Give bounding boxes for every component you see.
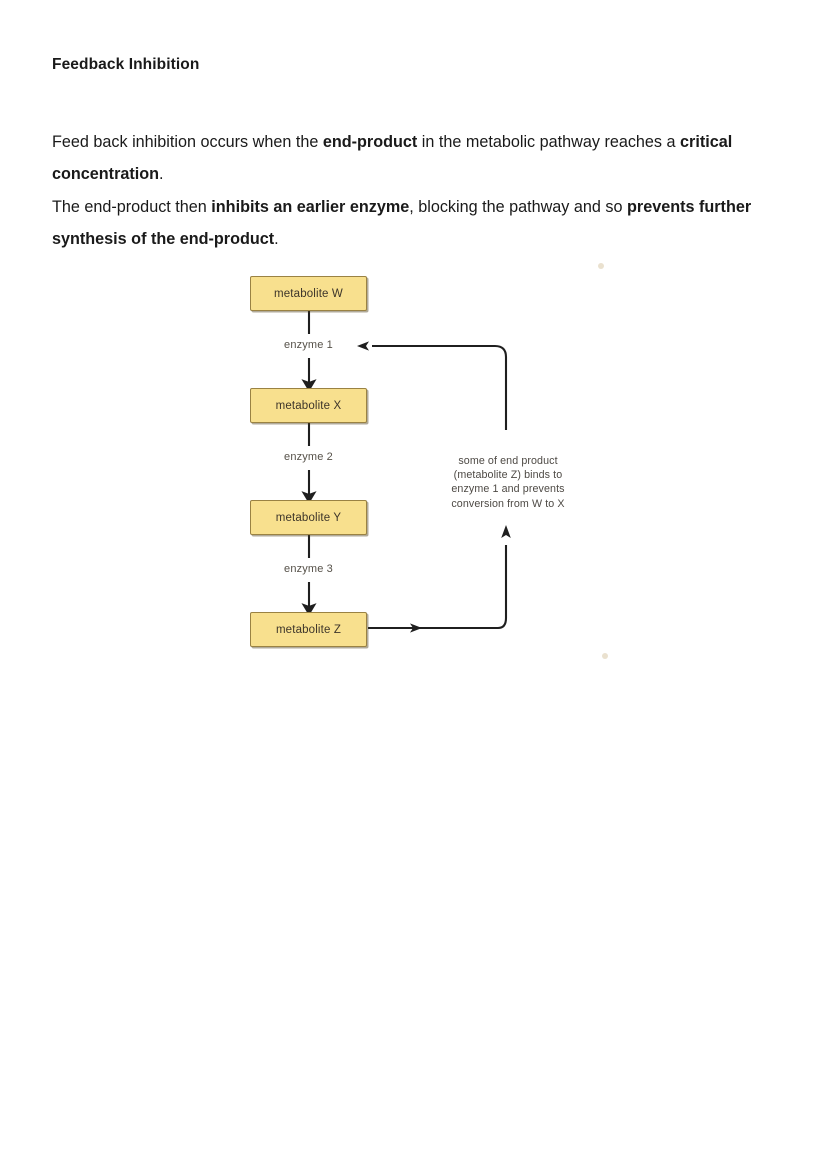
paragraph-2-run-4: . xyxy=(274,230,279,248)
feedback-annotation-line-2: (metabolite Z) binds to xyxy=(453,469,563,482)
paragraph-1-run-4: . xyxy=(159,165,164,183)
feedback-annotation-line-3: enzyme 1 and prevents xyxy=(451,483,565,496)
feedback-arrowhead-up xyxy=(501,525,511,538)
feedback-annotation: some of end product (metabolite Z) binds… xyxy=(430,454,586,511)
paragraph-1-run-2: in the metabolic pathway reaches a xyxy=(417,133,681,151)
enzyme-label-3: enzyme 3 xyxy=(284,563,333,575)
metabolite-label-x: metabolite X xyxy=(275,399,342,412)
metabolite-box-x: metabolite X xyxy=(250,388,367,423)
enzyme-label-2: enzyme 2 xyxy=(284,451,333,463)
metabolite-label-z: metabolite Z xyxy=(275,623,342,636)
paragraph-2-run-3: prevents further synthesis of the end-pr… xyxy=(52,198,752,248)
paragraph-1: Feed back inhibition occurs when the end… xyxy=(52,126,757,190)
enzyme-label-1: enzyme 1 xyxy=(284,339,333,351)
paragraph-2-run-2: , blocking the pathway and so xyxy=(409,198,627,216)
metabolite-box-z: metabolite Z xyxy=(250,612,367,647)
paragraph-2: The end-product then inhibits an earlier… xyxy=(52,191,757,255)
paragraph-1-run-0: Feed back inhibition occurs when the xyxy=(52,133,323,151)
feedback-annotation-line-1: some of end product xyxy=(458,455,558,467)
scan-artifact-top xyxy=(598,263,604,269)
paragraph-1-run-3: critical concentration xyxy=(52,133,733,183)
metabolite-label-w: metabolite W xyxy=(274,287,343,300)
metabolite-box-w: metabolite W xyxy=(250,276,367,311)
feedback-arrow-z-to-annotation xyxy=(368,545,508,630)
metabolite-box-y: metabolite Y xyxy=(250,500,367,535)
feedback-arrowhead-mid xyxy=(410,623,422,633)
page-title: Feedback Inhibition xyxy=(52,56,200,73)
paragraph-1-run-1: end-product xyxy=(322,133,418,151)
paragraph-2-run-1: inhibits an earlier enzyme xyxy=(211,198,410,216)
metabolite-label-y: metabolite Y xyxy=(275,511,342,524)
feedback-annotation-line-4: conversion from W to X xyxy=(451,497,565,510)
paragraph-2-run-0: The end-product then xyxy=(52,198,212,216)
scan-artifact-bottom xyxy=(602,653,608,659)
feedback-arrow-to-enzyme1 xyxy=(372,344,508,430)
